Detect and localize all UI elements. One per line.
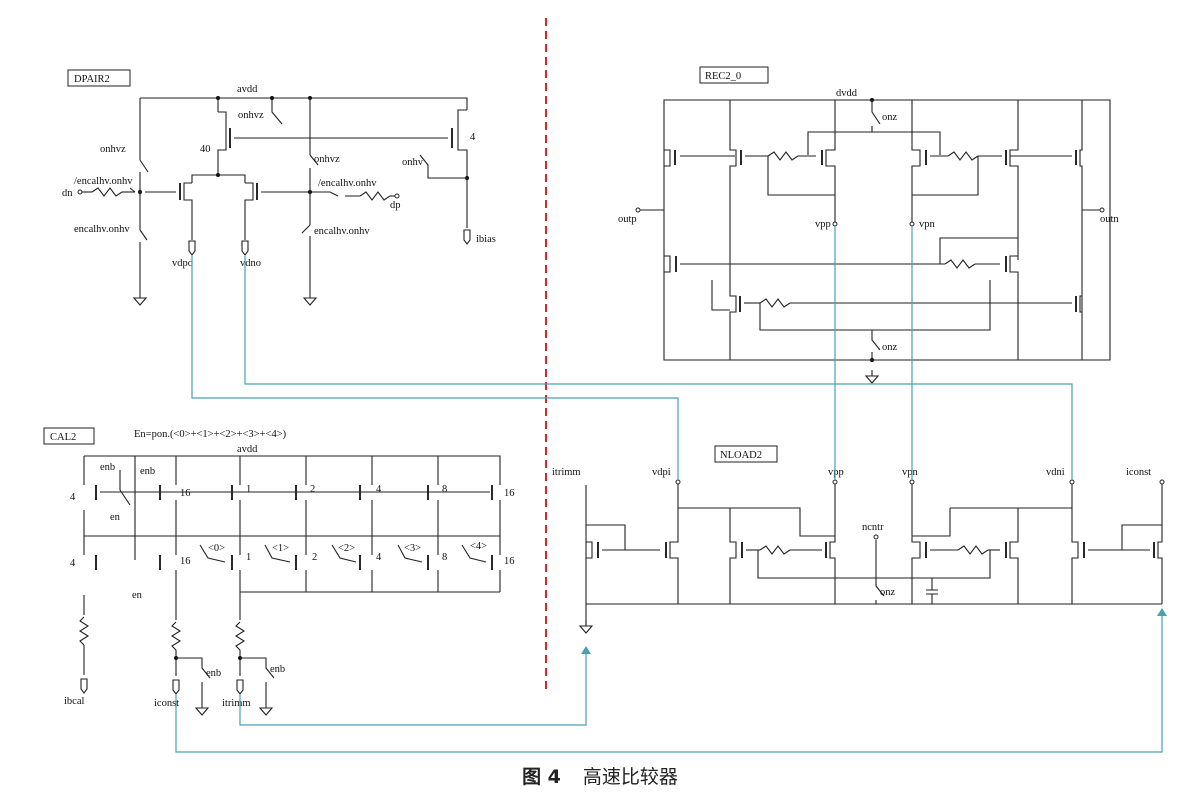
- dvdd-label: dvdd: [836, 88, 858, 99]
- bot-size-4: 8: [442, 552, 447, 563]
- ibias-pin: ibias: [476, 234, 496, 245]
- figure-number: 图 4: [522, 766, 561, 788]
- cal-size-4a: 4: [70, 492, 76, 503]
- vdpo-pin: vdpo: [172, 258, 193, 269]
- enb-label-d: enb: [270, 664, 285, 675]
- bit-3: <3>: [404, 543, 421, 554]
- nload-itrimm-pin: itrimm: [552, 467, 581, 478]
- rec-vpp-pin: vpp: [815, 219, 831, 230]
- top-size-3: 4: [376, 484, 382, 495]
- nload-vpp-pin: vpp: [828, 467, 844, 478]
- top-size-4: 8: [442, 484, 447, 495]
- iconst-pin: iconst: [154, 698, 179, 709]
- dpair2-block: DPAIR2 avdd 40 onhvz 4 onhv ibias vdpo: [62, 69, 496, 306]
- nload-vdpi-pin: vdpi: [652, 467, 671, 478]
- encalhv-right: encalhv.onhv: [314, 226, 370, 237]
- en-label-b: en: [132, 590, 143, 601]
- onhvz-label-a: onhvz: [238, 110, 264, 121]
- figure-caption: 图 4 高速比较器: [0, 762, 1200, 789]
- enb-label-b: enb: [140, 466, 155, 477]
- top-size-0: 16: [180, 488, 191, 499]
- outn-pin: outn: [1100, 214, 1119, 225]
- top-size-1: 1: [246, 484, 251, 495]
- onz-bottom-label: onz: [882, 342, 898, 353]
- size-4: 4: [470, 132, 476, 143]
- bot-size-3: 4: [376, 552, 382, 563]
- figure-title: 高速比较器: [582, 766, 678, 788]
- itrimm-pin-cal: itrimm: [222, 698, 251, 709]
- bot-size-1: 1: [246, 552, 251, 563]
- size-40: 40: [200, 144, 211, 155]
- cal-top-mirrors: 16 1 2 4 8 16: [100, 456, 515, 555]
- bit-2: <2>: [338, 543, 355, 554]
- dpair2-title: DPAIR2: [74, 74, 110, 85]
- nload-vdni-pin: vdni: [1046, 467, 1065, 478]
- encalhv-bar-left: /encalhv.onhv: [74, 176, 133, 187]
- enb-label-a: enb: [100, 462, 115, 473]
- cal-avdd-label: avdd: [237, 444, 258, 455]
- nload2-title: NLOAD2: [720, 450, 762, 461]
- cal-size-4b: 4: [70, 558, 76, 569]
- encalhv-left: encalhv.onhv: [74, 224, 130, 235]
- rec-vpn-pin: vpn: [919, 219, 936, 230]
- bit-1: <1>: [272, 543, 289, 554]
- rec2-title: REC2_0: [705, 71, 741, 82]
- top-size-5: 16: [504, 488, 515, 499]
- dpair-avdd-label: avdd: [237, 84, 258, 95]
- top-size-2: 2: [310, 484, 315, 495]
- rec2-block: REC2_0 dvdd onz vpp vpn outp: [618, 66, 1119, 384]
- bot-size-5: 16: [504, 556, 515, 567]
- onhvz-label-c: onhvz: [314, 154, 340, 165]
- bot-size-2: 2: [312, 552, 317, 563]
- encalhv-bar-right: /encalhv.onhv: [318, 178, 377, 189]
- cal2-title: CAL2: [50, 432, 76, 443]
- cal-enable-equation: En=pon.(<0>+<1>+<2>+<3>+<4>): [134, 429, 287, 440]
- en-label-a: en: [110, 512, 121, 523]
- onhvz-label-b: onhvz: [100, 144, 126, 155]
- vdno-pin: vdno: [240, 258, 261, 269]
- nload2-block: NLOAD2 itrimm vdpi vpp vpn vdni iconst n…: [552, 445, 1165, 634]
- nload-onz-label: onz: [880, 587, 896, 598]
- ncntr-pin: ncntr: [862, 522, 884, 533]
- enb-label-c: enb: [206, 668, 221, 679]
- ibcal-pin: ibcal: [64, 696, 84, 707]
- dpair2-title-box: [67, 69, 131, 87]
- cal-bottom-mirrors: 16 1 2 4 8 16 <0> <1> <2> <3> <4>: [159, 541, 515, 620]
- cal2-block: CAL2 En=pon.(<0>+<1>+<2>+<3>+<4>) avdd 4…: [43, 427, 515, 716]
- bit-4: <4>: [470, 541, 487, 552]
- dp-pin: dp: [390, 200, 401, 211]
- dn-pin: dn: [62, 188, 73, 199]
- inter-block-connections: [175, 226, 1167, 753]
- bot-size-0: 16: [180, 556, 191, 567]
- nload-iconst-pin: iconst: [1126, 467, 1151, 478]
- bit-0: <0>: [208, 543, 225, 554]
- nload-vpn-pin: vpn: [902, 467, 919, 478]
- onz-top-label: onz: [882, 112, 898, 123]
- outp-pin: outp: [618, 214, 637, 225]
- onhv-label: onhv: [402, 157, 424, 168]
